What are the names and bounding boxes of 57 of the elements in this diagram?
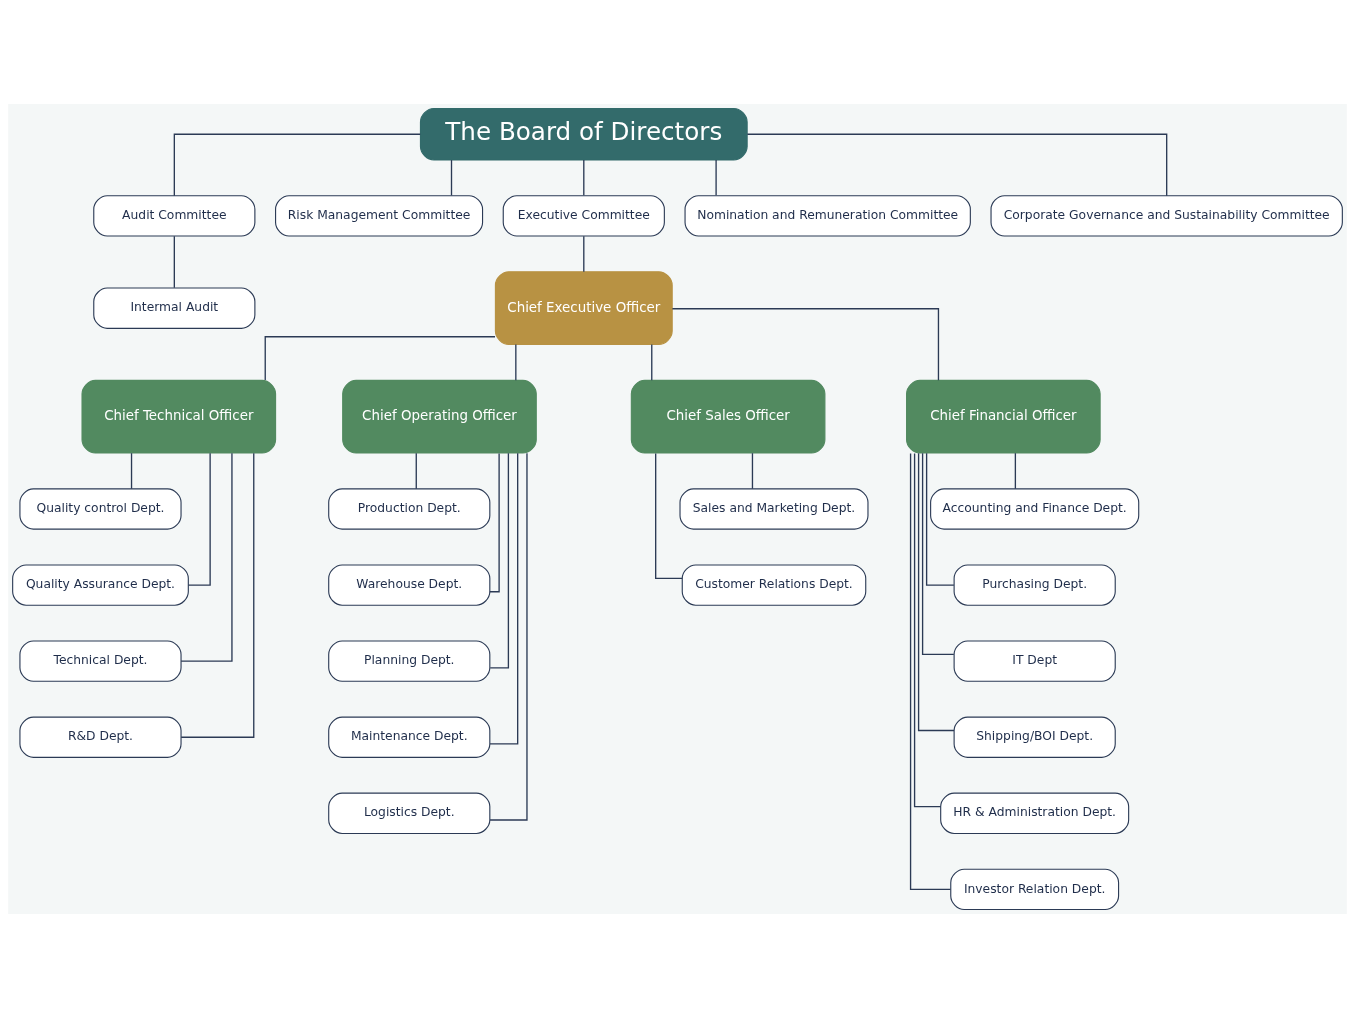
node-box: Technical Dept. xyxy=(19,639,182,682)
node-box: Quality Assurance Dept. xyxy=(12,563,189,606)
node-box: Intermal Audit xyxy=(93,287,256,329)
connector xyxy=(917,452,955,731)
node-box: Shipping/BOI Dept. xyxy=(953,716,1116,758)
connector xyxy=(173,133,421,196)
node-box: R&D Dept. xyxy=(19,716,182,758)
connector xyxy=(913,452,942,807)
connector xyxy=(180,452,233,662)
node-box: Customer Relations Dept. xyxy=(681,563,867,606)
connector xyxy=(489,452,510,669)
connector xyxy=(715,158,717,196)
node-box: Accounting and Finance Dept. xyxy=(930,487,1140,530)
connector xyxy=(450,158,453,196)
node-box: HR & Administration Dept. xyxy=(940,792,1130,834)
connector xyxy=(180,452,255,738)
connector xyxy=(925,452,955,586)
connector xyxy=(489,452,519,745)
node-box: Audit Committee xyxy=(93,194,256,237)
node-box: Warehouse Dept. xyxy=(328,563,491,606)
connector xyxy=(264,335,496,381)
connector xyxy=(671,307,940,381)
node-box: Chief Executive Officer xyxy=(494,270,673,345)
node-box: IT Dept xyxy=(953,639,1116,682)
node-box: Corporate Governance and Sustainability Committee xyxy=(990,194,1343,237)
node-box: Executive Committee xyxy=(502,194,665,237)
node-box: Chief Sales Officer xyxy=(630,379,826,454)
connector xyxy=(130,452,133,489)
node-box: Quality control Dept. xyxy=(19,487,182,530)
connector xyxy=(187,452,211,586)
connector xyxy=(515,343,517,381)
node-box: Logistics Dept. xyxy=(328,792,491,834)
node-box: Nomination and Remuneration Committee xyxy=(684,194,971,237)
connector xyxy=(651,343,653,381)
node-box: Investor Relation Dept. xyxy=(950,868,1120,910)
connector xyxy=(489,452,500,592)
node-box: Planning Dept. xyxy=(328,639,491,682)
node-box: Sales and Marketing Dept. xyxy=(679,487,869,530)
node-box: Chief Technical Officer xyxy=(81,379,277,454)
connector xyxy=(655,452,683,579)
node-box: The Board of Directors xyxy=(419,107,748,160)
node-box: Chief Operating Officer xyxy=(342,379,537,454)
node-box: Production Dept. xyxy=(328,487,491,530)
connector xyxy=(1014,452,1017,489)
connector xyxy=(751,452,754,489)
connector xyxy=(583,158,585,196)
node-box: Purchasing Dept. xyxy=(953,563,1116,606)
connector xyxy=(489,452,528,821)
connector xyxy=(173,235,175,288)
node-box: Chief Financial Officer xyxy=(906,379,1101,454)
node-box: Risk Management Committee xyxy=(275,194,484,237)
connector xyxy=(415,452,417,489)
connector xyxy=(909,452,952,890)
connector xyxy=(746,133,1168,196)
connector xyxy=(921,452,955,655)
connector xyxy=(583,235,585,272)
node-box: Maintenance Dept. xyxy=(328,716,491,758)
